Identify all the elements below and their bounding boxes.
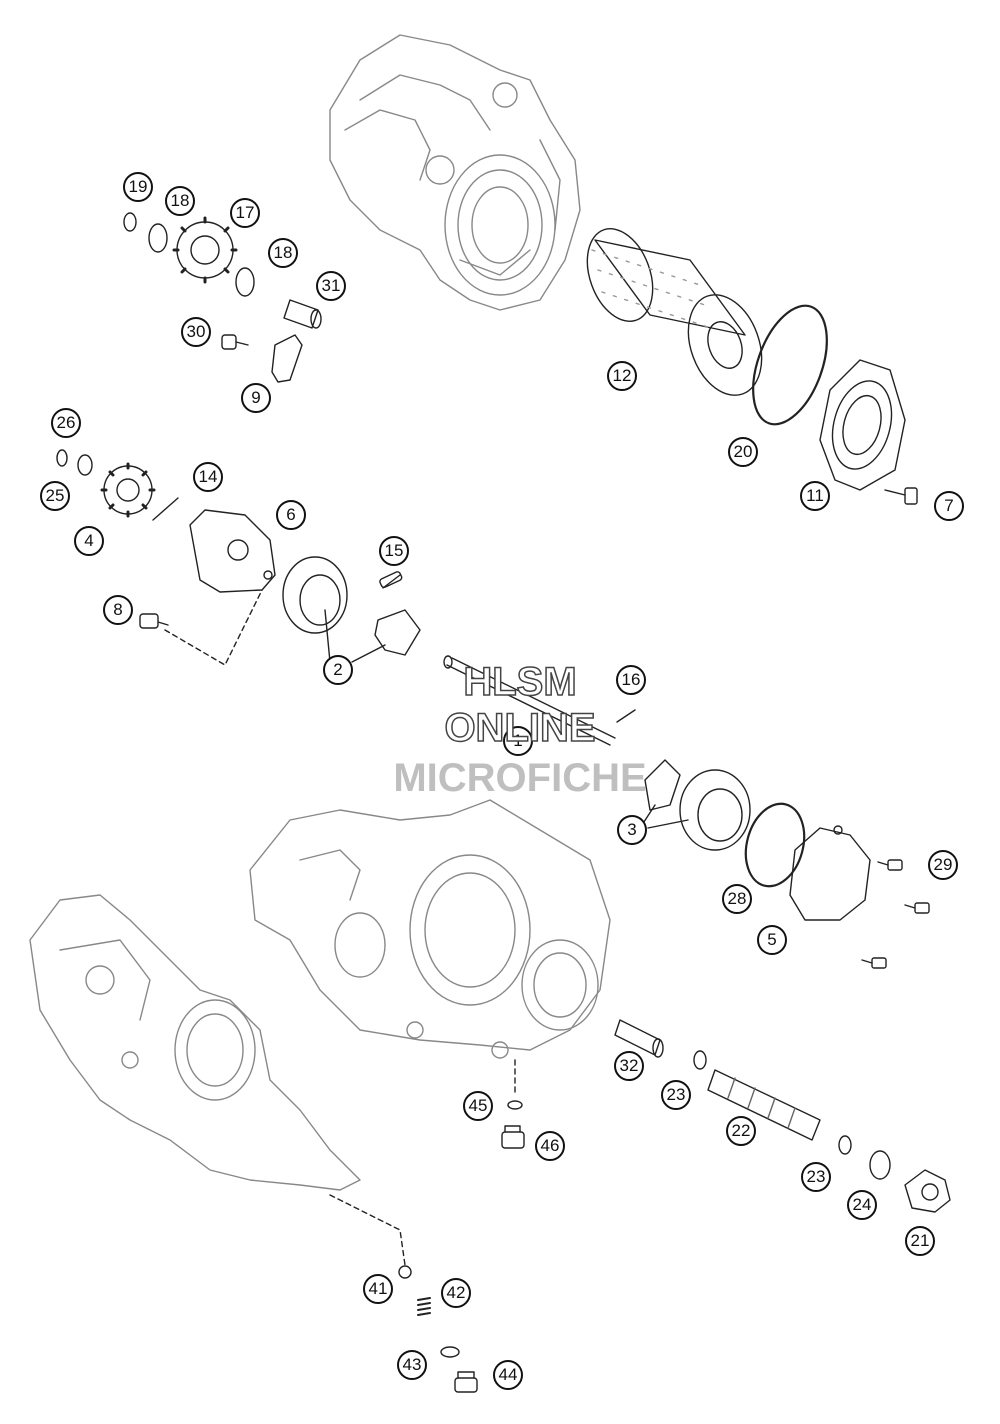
sleeve-31	[283, 299, 322, 329]
shaft-1	[443, 655, 616, 746]
dashed-leader-41	[329, 1194, 406, 1266]
oil-filter-cover	[819, 359, 906, 491]
callout-4: 4	[74, 526, 104, 556]
gear-17	[172, 216, 238, 284]
screw-8	[139, 613, 169, 629]
callout-30: 30	[181, 317, 211, 347]
callout-29: 29	[928, 850, 958, 880]
pin-15	[379, 571, 403, 589]
callout-21: 21	[905, 1226, 935, 1256]
inner-rotor-3	[644, 759, 681, 811]
washer-18a	[148, 223, 168, 253]
callout-17: 17	[230, 198, 260, 228]
inner-rotor-2	[374, 609, 421, 656]
callout-8: 8	[103, 595, 133, 625]
callout-23: 23	[661, 1080, 691, 1110]
crankcase-lower-section	[249, 799, 611, 1059]
valve-32	[614, 1019, 664, 1058]
callout-25: 25	[40, 481, 70, 511]
washer-43	[440, 1346, 460, 1358]
callout-11: 11	[800, 481, 830, 511]
o-ring-20	[752, 304, 828, 426]
o-ring-45	[507, 1100, 523, 1110]
callout-9: 9	[241, 383, 271, 413]
callout-18: 18	[165, 186, 195, 216]
callout-20: 20	[728, 437, 758, 467]
o-ring-28	[744, 802, 806, 888]
spring-42	[417, 1297, 431, 1316]
crankcase-left-section	[29, 894, 361, 1191]
callout-46: 46	[535, 1131, 565, 1161]
pin-16	[616, 709, 636, 723]
callout-22: 22	[726, 1116, 756, 1146]
leader-2	[324, 609, 386, 663]
callout-3: 3	[617, 815, 647, 845]
o-ring-24	[869, 1150, 891, 1180]
callout-44: 44	[493, 1360, 523, 1390]
circlip-19	[123, 212, 137, 232]
pump-cover-6	[189, 509, 276, 593]
outer-rotor-3	[679, 769, 751, 851]
callout-23b: 23	[801, 1162, 831, 1192]
washer-18b	[235, 267, 255, 297]
callout-31: 31	[316, 271, 346, 301]
callout-16: 16	[616, 665, 646, 695]
plug-21	[904, 1169, 951, 1213]
callout-26: 26	[51, 408, 81, 438]
pump-gear-4	[100, 462, 156, 518]
circlip-26	[56, 449, 68, 467]
callout-42: 42	[441, 1278, 471, 1308]
callout-28: 28	[722, 884, 752, 914]
oil-screen-22	[707, 1069, 821, 1141]
plug-44	[454, 1371, 478, 1393]
callout-18b: 18	[268, 238, 298, 268]
bracket-9	[271, 334, 303, 383]
screw-30	[221, 334, 249, 350]
callout-15: 15	[379, 536, 409, 566]
plug-46	[501, 1125, 525, 1149]
outer-rotor-2	[282, 556, 348, 634]
callout-19: 19	[123, 172, 153, 202]
pin-14	[152, 497, 179, 521]
o-ring-23b	[838, 1135, 852, 1155]
callout-7: 7	[934, 491, 964, 521]
o-ring-23a	[693, 1050, 707, 1070]
callout-24: 24	[847, 1190, 877, 1220]
washer-25	[77, 454, 93, 476]
screw-7	[884, 487, 918, 505]
callout-1: 1	[503, 726, 533, 756]
callout-45: 45	[463, 1091, 493, 1121]
oil-filter	[586, 228, 763, 396]
callout-2: 2	[323, 655, 353, 685]
callout-12: 12	[607, 361, 637, 391]
screws-29	[861, 859, 930, 969]
callout-32: 32	[614, 1051, 644, 1081]
callout-41: 41	[363, 1274, 393, 1304]
callout-14: 14	[193, 462, 223, 492]
ball-41	[398, 1265, 412, 1279]
callout-5: 5	[757, 925, 787, 955]
callout-43: 43	[397, 1350, 427, 1380]
pump-cover-5	[789, 825, 871, 921]
callout-6: 6	[276, 500, 306, 530]
dashed-leader-8	[164, 589, 263, 666]
crankcase-upper-section	[329, 34, 581, 311]
